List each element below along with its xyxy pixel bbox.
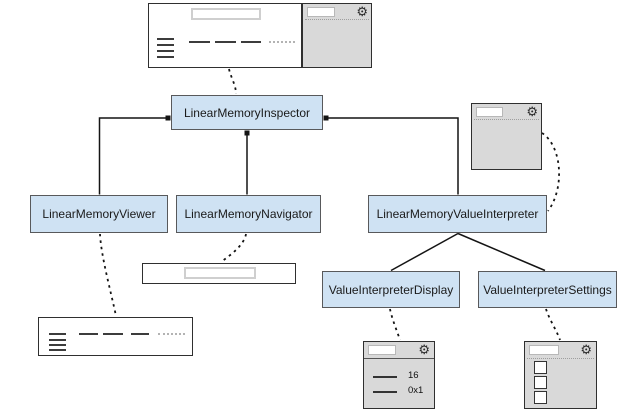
edge-interpreter-mockup — [541, 132, 560, 212]
inspector-mockup-interpreter-pane: ⚙ — [302, 3, 372, 68]
address-input-mockup — [184, 267, 256, 279]
checkbox — [534, 376, 547, 389]
edge-interpreter-display — [390, 232, 459, 272]
inspector-mockup-viewer-pane — [148, 3, 302, 68]
node-label: ValueInterpreterDisplay — [328, 282, 454, 297]
placeholder-dash — [241, 41, 261, 43]
header-separator — [527, 358, 594, 359]
placeholder-dash — [131, 333, 149, 335]
header-separator — [305, 19, 369, 20]
hamburger-line — [157, 38, 174, 40]
placeholder-dash — [79, 333, 98, 335]
node-label: LinearMemoryValueInterpreter — [376, 207, 539, 221]
edge-inspector-viewer — [98, 117, 171, 195]
node-value-interpreter-display: ValueInterpreterDisplay — [322, 271, 460, 308]
placeholder-dash — [103, 333, 123, 335]
hamburger-line — [49, 339, 66, 341]
edge-display-mockup — [389, 308, 401, 341]
node-label: LinearMemoryInspector — [183, 105, 311, 120]
header-separator — [364, 358, 434, 359]
value-label: 0x1 — [408, 385, 424, 396]
edge-navigator-mockup — [220, 233, 247, 263]
edge-endpoint-square — [323, 115, 329, 121]
checkbox — [534, 361, 547, 374]
placeholder-dash — [215, 41, 236, 43]
hamburger-line — [157, 44, 174, 46]
node-linear-memory-inspector: LinearMemoryInspector — [171, 95, 323, 130]
edge-inspector-interpreter — [323, 117, 459, 195]
checkbox — [534, 391, 547, 404]
gear-icon: ⚙ — [580, 342, 592, 357]
edge-inspector-mockup — [228, 68, 237, 95]
panel-input-mockup — [529, 345, 559, 355]
gear-icon: ⚙ — [526, 104, 538, 119]
settings-mockup: ⚙ — [524, 341, 597, 409]
node-linear-memory-viewer: LinearMemoryViewer — [30, 195, 168, 233]
panel-input-mockup — [476, 107, 503, 117]
value-interpreter-mockup: ⚙ — [471, 103, 542, 170]
panel-input-mockup — [307, 7, 335, 17]
hamburger-line — [49, 349, 66, 351]
panel-input-mockup — [368, 345, 396, 355]
header-separator — [474, 119, 539, 120]
gear-icon: ⚙ — [356, 4, 368, 19]
gear-icon: ⚙ — [418, 342, 430, 357]
edge-interpreter-settings — [457, 232, 546, 272]
node-linear-memory-navigator: LinearMemoryNavigator — [176, 195, 321, 233]
hamburger-line — [49, 333, 66, 335]
value-line — [373, 391, 397, 393]
hamburger-line — [49, 344, 66, 346]
node-label: LinearMemoryViewer — [42, 207, 156, 221]
viewer-mockup — [38, 317, 193, 356]
placeholder-dotted — [158, 333, 185, 335]
hamburger-line — [157, 56, 174, 58]
display-mockup: ⚙ 16 0x1 — [363, 341, 435, 409]
edge-endpoint-square — [244, 130, 250, 136]
placeholder-dash — [189, 41, 210, 43]
hamburger-line — [157, 50, 174, 52]
address-input-mockup — [191, 8, 261, 20]
node-label: LinearMemoryNavigator — [184, 207, 313, 221]
navigator-mockup — [142, 263, 296, 284]
value-label: 16 — [408, 370, 419, 381]
node-label: ValueInterpreterSettings — [483, 282, 612, 297]
placeholder-dotted — [269, 41, 295, 43]
edge-settings-mockup — [545, 308, 561, 341]
edge-viewer-mockup — [99, 233, 117, 317]
node-linear-memory-value-interpreter: LinearMemoryValueInterpreter — [368, 195, 547, 233]
display-row: 0x1 — [364, 384, 434, 398]
value-line — [373, 376, 397, 378]
edge-endpoint-square — [165, 115, 171, 121]
display-row: 16 — [364, 369, 434, 383]
node-value-interpreter-settings: ValueInterpreterSettings — [478, 271, 617, 308]
